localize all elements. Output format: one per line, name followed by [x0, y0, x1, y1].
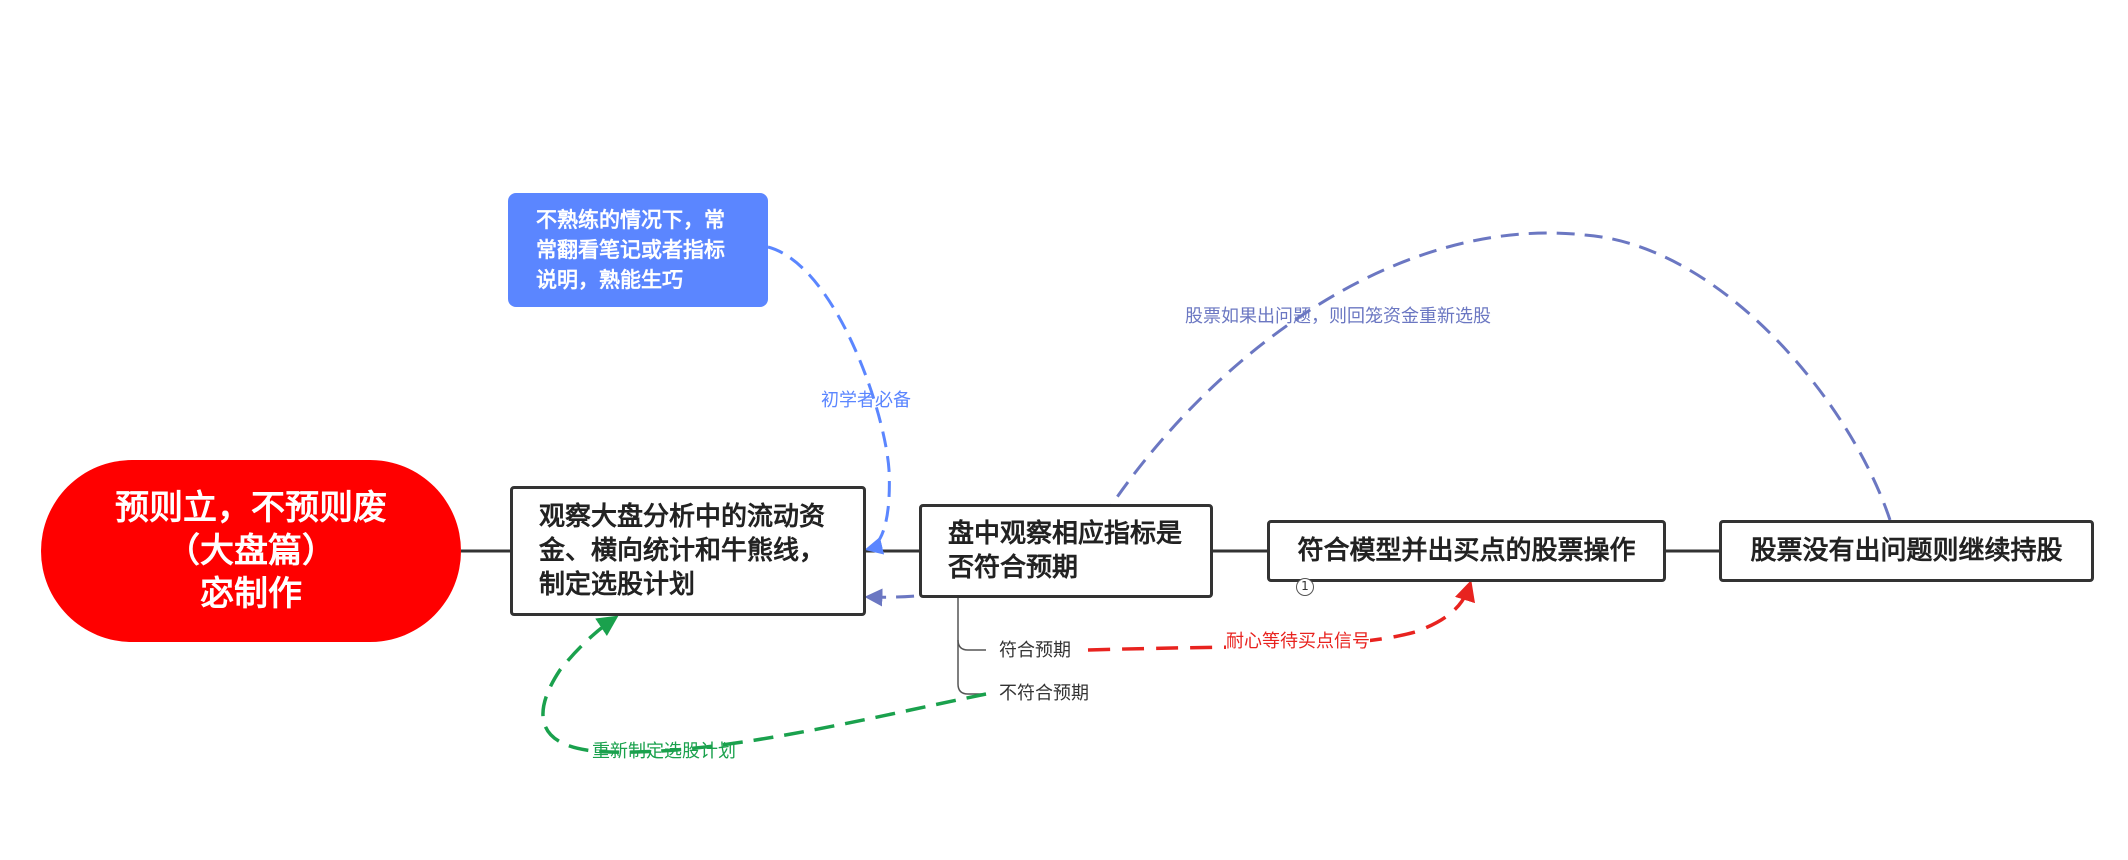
- relationship-label-replan[interactable]: 重新制定选股计划: [592, 741, 736, 762]
- central-topic[interactable]: 预则立，不预则废 （大盘篇） 宓制作: [41, 460, 461, 642]
- relationship-label-beginner[interactable]: 初学者必备: [821, 390, 911, 411]
- relationship-replan: [541, 615, 987, 754]
- relationship-beginner: [767, 245, 891, 555]
- topic-market-analysis[interactable]: 观察大盘分析中的流动资 金、横向统计和牛熊线， 制定选股计划: [510, 486, 866, 616]
- marker-badge: 1: [1296, 578, 1314, 596]
- relationship-label-restock[interactable]: 股票如果出问题，则回笼资金重新选股: [1185, 306, 1491, 327]
- connector-subtopic-nomatch: [957, 640, 986, 695]
- subtopic-nomatch[interactable]: 不符合预期: [999, 683, 1089, 704]
- subtopic-match[interactable]: 符合预期: [999, 640, 1071, 661]
- topic-intraday-check[interactable]: 盘中观察相应指标是 否符合预期: [919, 504, 1213, 598]
- relationship-label-wait[interactable]: 耐心等待买点信号: [1226, 631, 1370, 653]
- topic-hold-stock[interactable]: 股票没有出问题则继续持股: [1719, 520, 2094, 582]
- connector-subtopic-match: [957, 598, 986, 651]
- topic-buy-operation[interactable]: 符合模型并出买点的股票操作: [1267, 520, 1666, 582]
- floating-note[interactable]: 不熟练的情况下，常 常翻看笔记或者指标 说明，熟能生巧: [508, 193, 768, 307]
